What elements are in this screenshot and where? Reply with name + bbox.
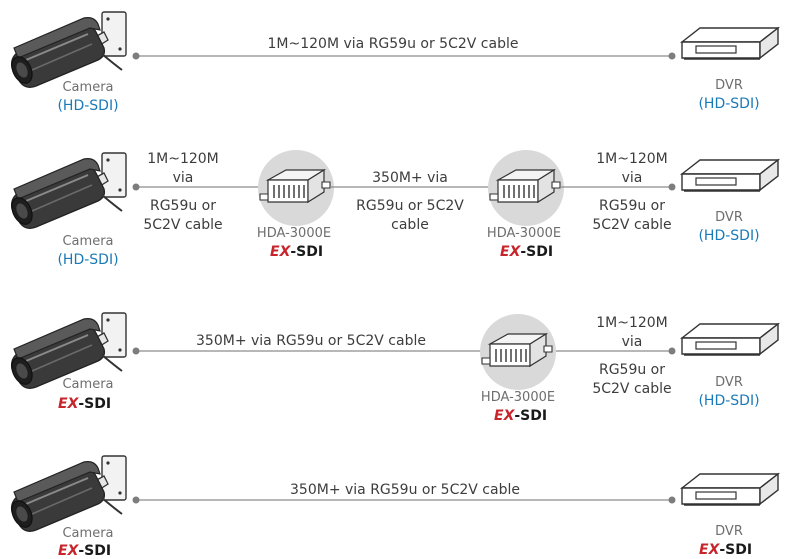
camera-label: Camera [62,234,113,249]
exsdi-logo: EX-SDI [58,396,111,412]
cable-label: 1M~120M [147,151,219,167]
connector-dot [132,496,140,504]
dvr-type: (HD-SDI) [698,228,759,244]
cable-label: via [622,170,643,186]
cable-label: 1M~120M [596,315,668,331]
cable-label: cable [391,217,429,233]
cable-label: 5C2V cable [143,217,222,233]
camera-type: (HD-SDI) [57,252,118,268]
cable-label: RG59u or [599,362,665,378]
camera-icon [6,152,127,230]
connector-dot [668,52,676,60]
extender-icon [479,313,557,391]
camera-icon [6,11,127,89]
connector-dot [668,183,676,191]
dvr-icon [681,473,779,506]
row-3: Camera EX-SDI 350M+ via RG59u or 5C2V ca… [6,312,779,424]
exsdi-logo: EX-SDI [494,408,547,424]
dvr-type: (HD-SDI) [698,393,759,409]
extender-icon [257,149,335,227]
exsdi-logo: EX-SDI [500,244,553,260]
camera-label: Camera [62,80,113,95]
cable-label: RG59u or [599,198,665,214]
dvr-type: (HD-SDI) [698,96,759,112]
connector-dot [132,347,140,355]
extender-model: HDA-3000E [487,226,561,241]
cable-label: 5C2V cable [592,381,671,397]
extender-model: HDA-3000E [481,390,555,405]
cable-label: 1M~120M [596,151,668,167]
cable-label: via [173,170,194,186]
camera-type: (HD-SDI) [57,98,118,114]
dvr-icon [681,159,779,192]
dvr-icon [681,323,779,356]
exsdi-logo: EX-SDI [58,543,111,559]
cable-label: 350M+ via RG59u or 5C2V cable [290,482,520,498]
dvr-label: DVR [715,375,743,390]
connector-dot [132,183,140,191]
camera-icon [6,455,127,533]
exsdi-logo: EX-SDI [699,542,752,558]
cable-label: 350M+ via RG59u or 5C2V cable [196,333,426,349]
camera-label: Camera [62,526,113,541]
dvr-label: DVR [715,210,743,225]
cable-label: RG59u or 5C2V [356,198,464,214]
connector-dot [132,52,140,60]
dvr-label: DVR [715,524,743,539]
exsdi-logo: EX-SDI [270,244,323,260]
row-2: Camera (HD-SDI) 1M~120M via RG59u or 5C2… [6,149,779,268]
dvr-icon [681,27,779,60]
cable-label: 1M~120M via RG59u or 5C2V cable [268,36,519,52]
dvr-label: DVR [715,78,743,93]
extender-icon [487,149,565,227]
cable-label: RG59u or [150,198,216,214]
cable-label: 350M+ via [372,170,448,186]
row-4: Camera EX-SDI 350M+ via RG59u or 5C2V ca… [6,455,779,559]
cable-label: via [622,334,643,350]
extender-model: HDA-3000E [257,226,331,241]
connector-dot [668,347,676,355]
cable-label: 5C2V cable [592,217,671,233]
row-1: Camera (HD-SDI) 1M~120M via RG59u or 5C2… [6,11,779,114]
connector-dot [668,496,676,504]
camera-label: Camera [62,377,113,392]
